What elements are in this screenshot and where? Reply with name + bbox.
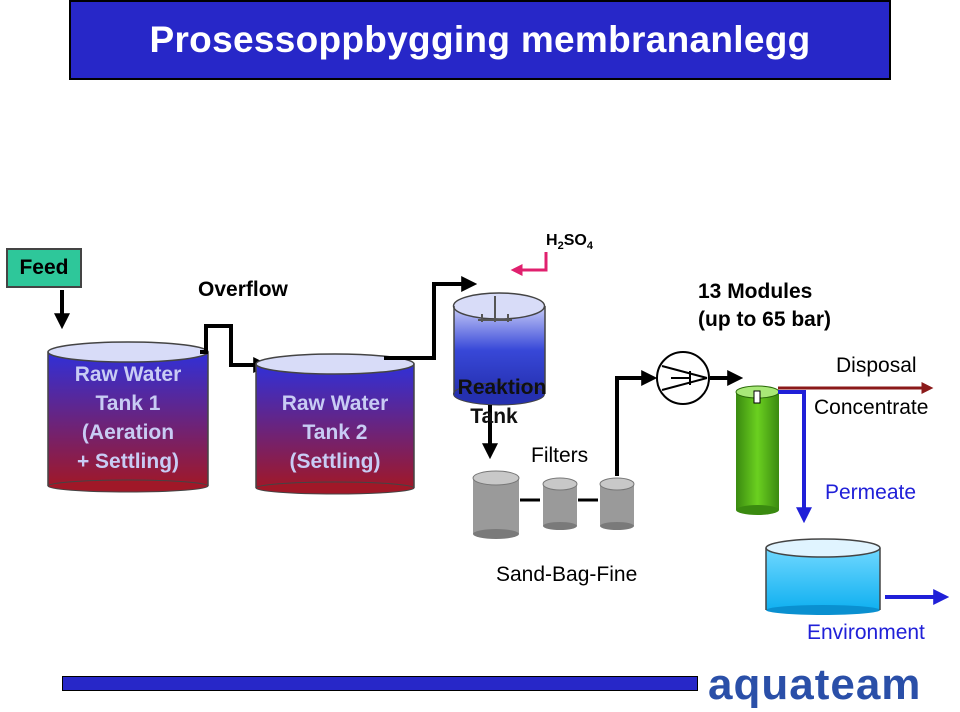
- pump-icon: [656, 351, 710, 405]
- disposal-label: Disposal: [836, 354, 917, 377]
- environment-label: Environment: [807, 621, 925, 644]
- feed-box: Feed: [6, 248, 82, 288]
- reaction-tank-label: Reaktion Tank: [457, 376, 547, 428]
- modules-label: 13 Modules (up to 65 bar): [698, 280, 832, 331]
- footer-bar: [62, 676, 698, 691]
- title-bar: Prosessoppbygging membrananlegg: [69, 0, 891, 80]
- permeate-line: [778, 390, 812, 524]
- pipe-to-reaction: [384, 276, 478, 360]
- permeate-label: Permeate: [825, 481, 917, 504]
- raw-water-tank-1: [47, 341, 209, 493]
- acid-dosing-line: [510, 252, 548, 276]
- raw-water-tank-1-label: Raw Water Tank 1 (Aeration + Settling): [74, 363, 182, 473]
- fine-filter: [599, 477, 635, 530]
- aquateam-logo: aquateam: [708, 660, 922, 709]
- sand-filter: [472, 470, 520, 539]
- raw-water-tank-2: [255, 353, 415, 495]
- overflow-pipe: [200, 324, 270, 373]
- sand-bag-fine-label: Sand-Bag-Fine: [496, 563, 638, 586]
- raw-water-tank-2-label: Raw Water Tank 2 (Settling): [281, 392, 389, 473]
- membrane-module: [735, 385, 780, 515]
- concentrate-label: Concentrate: [814, 396, 929, 419]
- reaction-tank: [452, 292, 546, 406]
- environment-tank: [765, 538, 881, 615]
- page-title: Prosessoppbygging membrananlegg: [149, 19, 811, 60]
- h2so4-label: H2SO4: [546, 232, 593, 253]
- pipe-to-pump: [615, 370, 658, 476]
- overflow-label: Overflow: [198, 278, 288, 301]
- bag-filter: [542, 477, 578, 530]
- filters-label: Filters: [531, 444, 589, 467]
